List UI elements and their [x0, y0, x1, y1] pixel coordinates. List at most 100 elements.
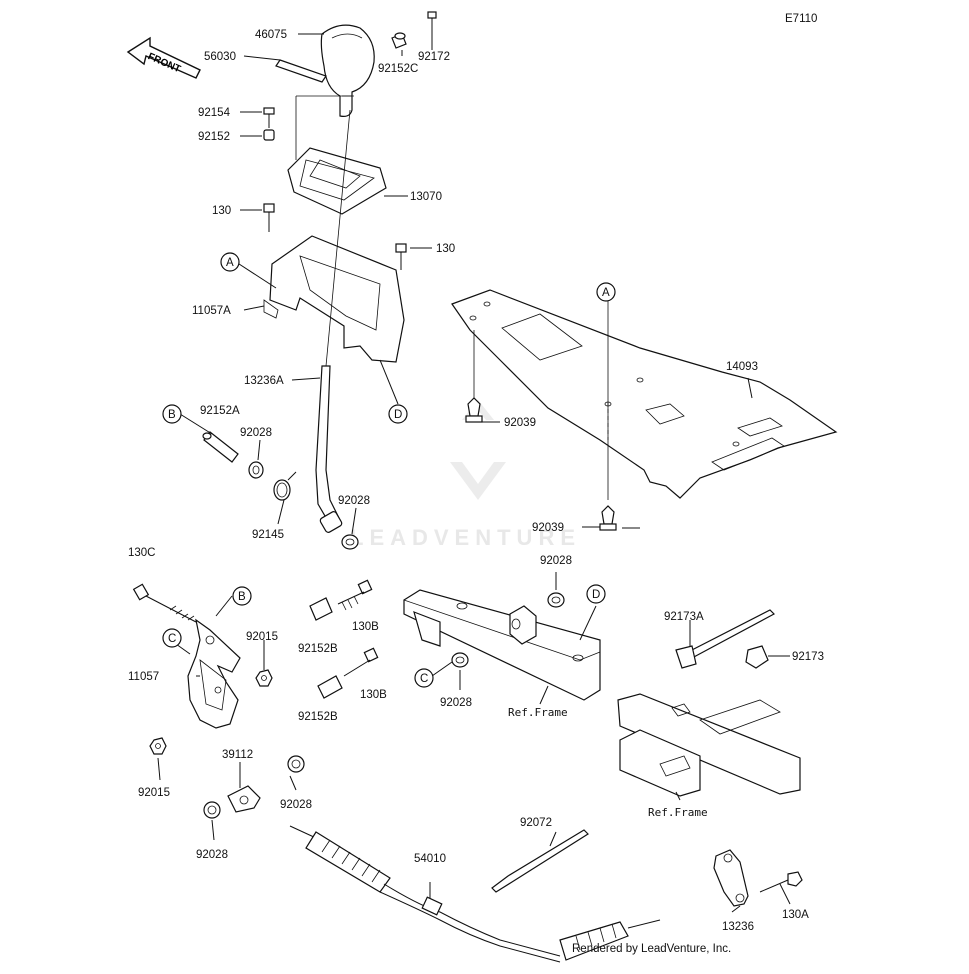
bolt-130a	[759, 871, 803, 893]
label-130-right: 130	[436, 243, 455, 255]
leader-lines	[157, 33, 791, 913]
svg-text:A: A	[226, 257, 234, 269]
label-92015-lower: 92015	[138, 787, 170, 799]
callout-a-left: A	[220, 252, 240, 272]
label-92028-frame-upper: 92028	[540, 555, 572, 567]
shift-rod-13236a	[315, 365, 343, 533]
label-92028-joint-left: 92028	[196, 849, 228, 861]
watermark: LEADVENTURE	[350, 400, 581, 550]
label-130-left: 130	[212, 205, 231, 217]
svg-text:B: B	[168, 409, 176, 421]
ref-frame-right	[617, 693, 801, 797]
svg-text:D: D	[592, 589, 600, 601]
bushing-92028-frame-upper	[547, 592, 565, 608]
nut-92015-lower	[149, 737, 167, 755]
bolt-130-right	[395, 243, 407, 270]
label-46075: 46075	[255, 29, 287, 41]
bushing-92028-rod	[341, 534, 359, 550]
callout-c-right: C	[414, 668, 434, 688]
callout-c-left: C	[162, 628, 182, 648]
label-130b-lower: 130B	[360, 689, 387, 701]
bushing-92028-joint-right	[287, 755, 305, 773]
bolt-130c	[132, 583, 197, 623]
label-56030: 56030	[204, 51, 236, 63]
clamp-92173	[745, 645, 769, 669]
bushing-92028-joint-left	[203, 801, 221, 819]
label-92152b-lower: 92152B	[298, 711, 338, 723]
label-92028-joint-right: 92028	[280, 799, 312, 811]
screw-92172	[427, 11, 437, 46]
ref-frame-label-right: Ref.Frame	[648, 806, 708, 819]
label-92028-frame-lower: 92028	[440, 697, 472, 709]
bolt-130b-lower	[343, 647, 379, 677]
callout-d-left: D	[388, 404, 408, 424]
label-92028-upper: 92028	[240, 427, 272, 439]
nut-92015-upper	[255, 669, 273, 687]
bracket-11057a	[263, 235, 405, 363]
label-92154: 92154	[198, 107, 231, 119]
label-13236a: 13236A	[244, 375, 284, 387]
ref-frame-center	[403, 589, 601, 701]
callout-a-right: A	[596, 282, 616, 302]
label-39112: 39112	[222, 749, 253, 761]
front-arrow-icon: FRONT	[126, 36, 201, 79]
collar-92152b-lower	[317, 675, 343, 699]
label-92172: 92172	[418, 51, 450, 63]
label-92173a: 92173A	[664, 611, 704, 623]
collar-92152b-upper	[309, 597, 333, 621]
callout-b-right: B	[232, 586, 252, 606]
shift-cover-13070	[287, 147, 387, 215]
clip-92039-lower	[599, 505, 617, 531]
svg-text:D: D	[394, 409, 402, 421]
bolt-130-left	[263, 203, 275, 232]
svg-text:B: B	[238, 591, 246, 603]
bolt-92154	[263, 107, 275, 128]
label-92039-upper: 92039	[504, 417, 536, 429]
bolt-130b-upper	[337, 579, 373, 611]
label-92072: 92072	[520, 817, 552, 829]
footer-credit: Rendered by LeadVenture, Inc.	[572, 943, 731, 955]
shift-cable-54010	[289, 825, 661, 963]
watermark-text: LEADVENTURE	[350, 525, 581, 550]
bushing-92152c	[391, 32, 407, 49]
label-92028-rod: 92028	[338, 495, 370, 507]
callout-d-right: D	[586, 584, 606, 604]
part-labels: 46075 56030 92172 92152C 92154 92152 130…	[128, 29, 824, 933]
bushing-92028-upper	[248, 461, 264, 479]
shift-knob	[320, 24, 375, 117]
label-13236: 13236	[722, 921, 754, 933]
bushing-92028-frame-lower	[451, 652, 469, 668]
label-54010: 54010	[414, 853, 446, 865]
clip-92039-upper	[465, 397, 483, 423]
label-92152: 92152	[198, 131, 230, 143]
collar-92152a	[202, 431, 239, 463]
label-11057: 11057	[128, 671, 159, 683]
ref-frame-label-center: Ref.Frame	[508, 706, 568, 719]
label-92145: 92145	[252, 529, 284, 541]
collar-92152	[263, 129, 275, 141]
label-13070: 13070	[410, 191, 442, 203]
lever-13236	[713, 849, 749, 907]
callout-b-left: B	[162, 404, 182, 424]
label-130b-upper: 130B	[352, 621, 379, 633]
bracket-11057	[187, 618, 241, 729]
label-11057a: 11057A	[192, 305, 231, 317]
plate-56030	[275, 59, 327, 83]
cable-tie-92072	[491, 829, 589, 893]
label-92039-lower: 92039	[532, 522, 564, 534]
label-130a: 130A	[782, 909, 809, 921]
strap-92173a	[675, 609, 775, 669]
svg-text:C: C	[168, 633, 176, 645]
label-92152c: 92152C	[378, 63, 418, 75]
guard-plate-14093	[451, 289, 838, 500]
label-92015-upper: 92015	[246, 631, 278, 643]
diagram-code: E7110	[785, 13, 817, 25]
label-92173: 92173	[792, 651, 824, 663]
label-92152b-upper: 92152B	[298, 643, 338, 655]
label-14093: 14093	[726, 361, 758, 373]
svg-text:A: A	[602, 287, 610, 299]
label-130c: 130C	[128, 547, 156, 559]
label-92152a: 92152A	[200, 405, 240, 417]
